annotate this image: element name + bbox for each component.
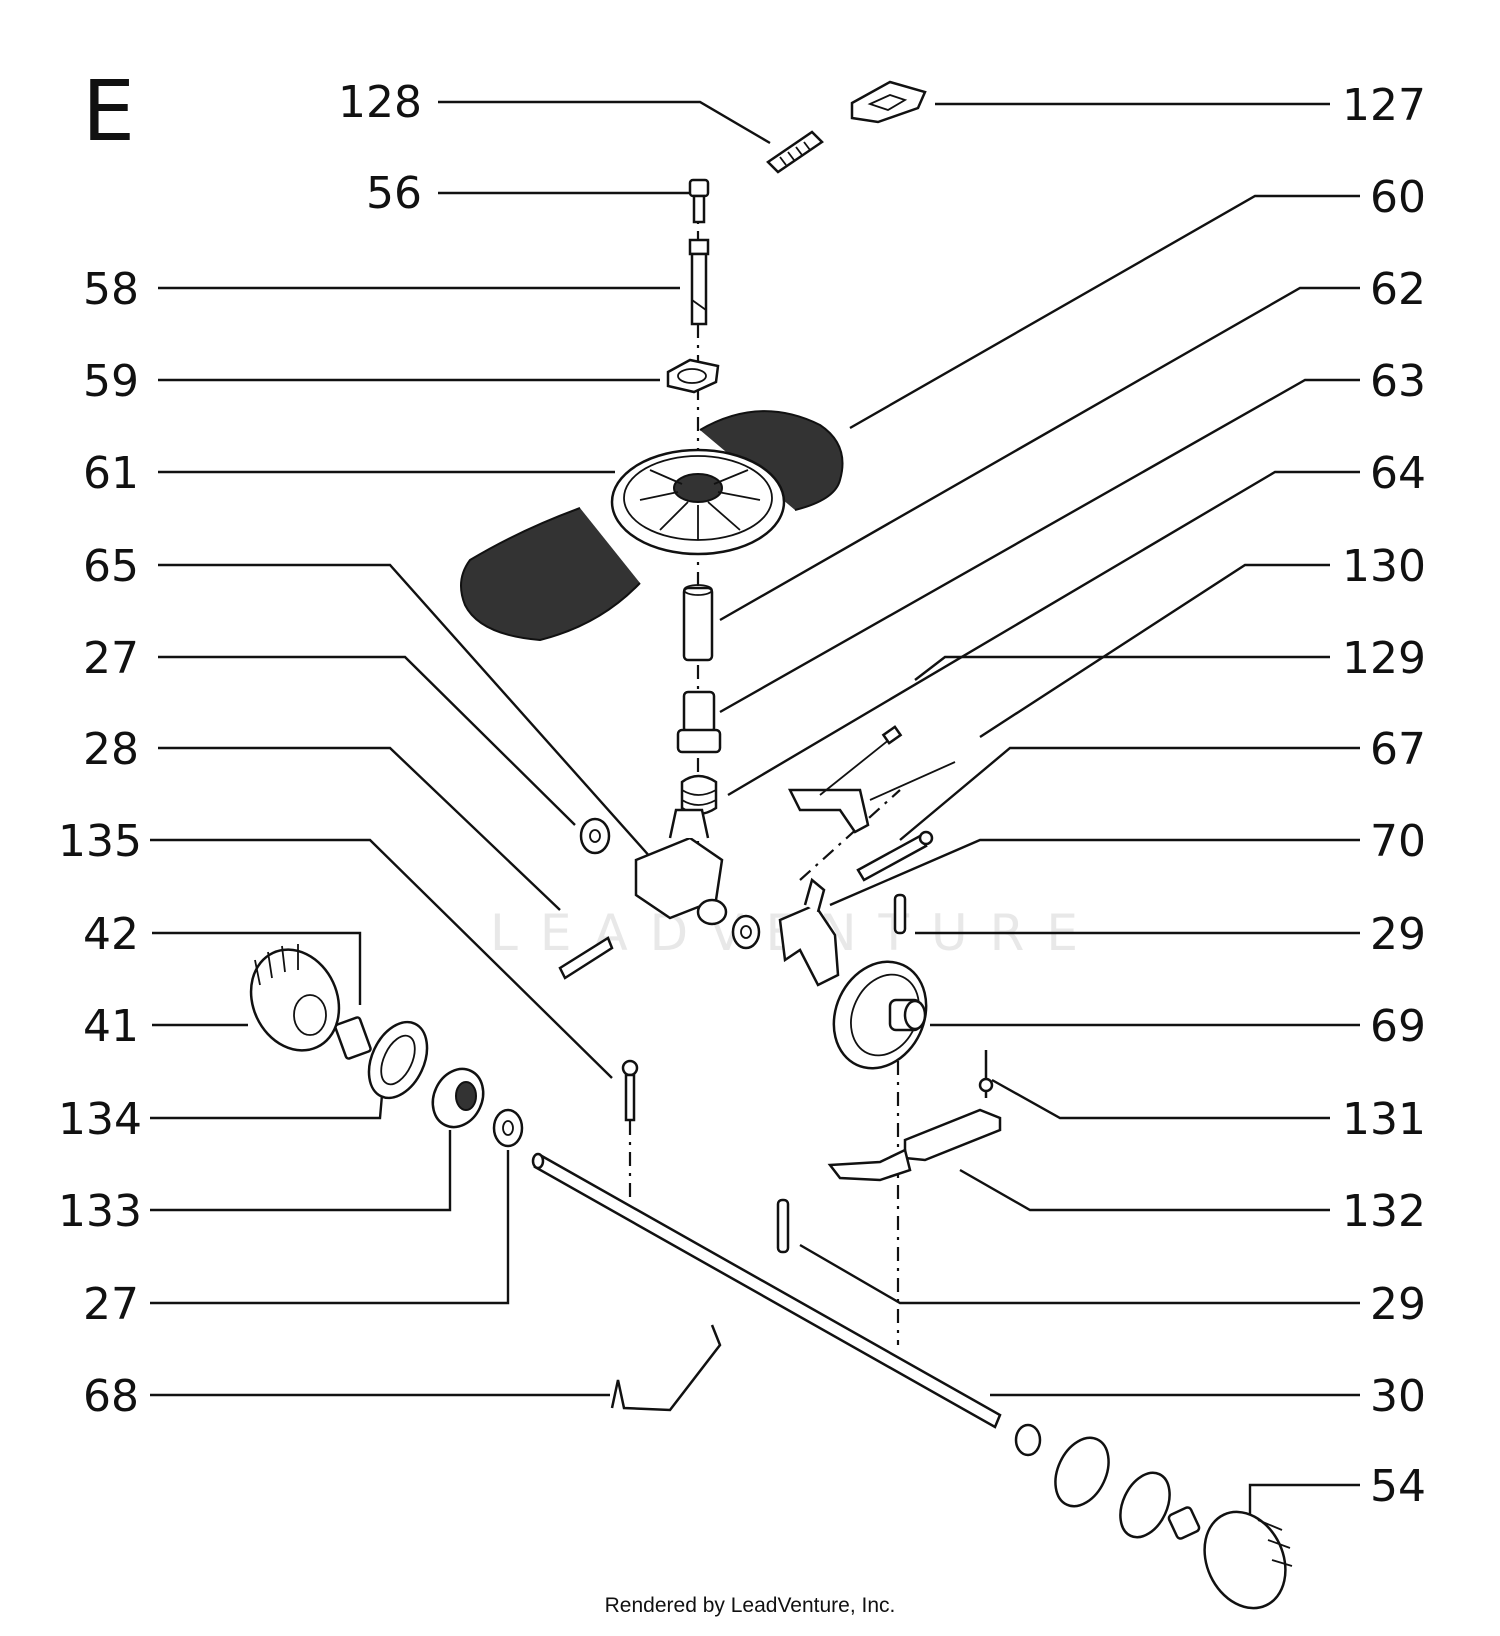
callout-label: 41 — [83, 1001, 139, 1052]
callout-label: 64 — [1370, 448, 1426, 499]
callout-label: 69 — [1370, 1001, 1426, 1052]
part-132-shift-arm — [827, 1108, 1002, 1182]
part-68-clip — [610, 1324, 722, 1412]
callout-label: 133 — [58, 1186, 142, 1237]
section-letter: E — [82, 62, 135, 160]
credit-text: Rendered by LeadVenture, Inc. — [605, 1594, 896, 1617]
callout-label: 27 — [83, 633, 139, 684]
callout-label: 61 — [83, 448, 139, 499]
callout-label: 29 — [1370, 909, 1426, 960]
part-42-key — [334, 1016, 372, 1060]
part-28-key — [558, 936, 614, 980]
part-41-wheel-gear — [249, 944, 341, 1052]
callout-label: 56 — [366, 168, 422, 219]
leader-lines — [150, 100, 1360, 1535]
callout-label: 134 — [58, 1094, 142, 1145]
callout-label: 70 — [1370, 816, 1426, 867]
part-69-flange — [832, 960, 928, 1070]
part-70-shift-lever — [778, 877, 840, 987]
callout-label: 60 — [1370, 172, 1426, 223]
callout-label: 127 — [1342, 80, 1426, 131]
part-59-washer — [666, 358, 720, 394]
callout-label: 65 — [83, 541, 139, 592]
part-30-axle — [531, 1152, 1002, 1429]
part-67-pin — [856, 830, 934, 882]
washer-mid — [731, 914, 761, 950]
callout-label: 29 — [1370, 1279, 1426, 1330]
part-61-pulley — [610, 448, 786, 556]
part-29-pin-upper — [893, 893, 907, 935]
part-62-sleeve — [682, 584, 714, 662]
part-64-spring — [680, 774, 718, 816]
part-27-washer-upper — [579, 817, 611, 855]
part-131-pin — [978, 1050, 994, 1098]
callout-label: 131 — [1342, 1094, 1426, 1145]
part-134-ring — [367, 1020, 429, 1100]
callout-label: 62 — [1370, 264, 1426, 315]
callout-label: 59 — [83, 356, 139, 407]
part-60-belt — [460, 410, 844, 642]
part-27-washer-lower — [492, 1108, 524, 1148]
callout-label: 135 — [58, 816, 142, 867]
callout-label: 54 — [1370, 1461, 1426, 1512]
callout-label: 128 — [338, 77, 422, 128]
part-58-shaft — [688, 238, 710, 326]
callout-label: 27 — [83, 1279, 139, 1330]
callout-label: 28 — [83, 724, 139, 775]
callout-label: 63 — [1370, 356, 1426, 407]
callouts-right: 127 60 62 63 64 130 129 67 70 29 69 131 … — [1342, 80, 1426, 1512]
callout-label: 129 — [1342, 633, 1426, 684]
part-65-gear-housing — [634, 808, 728, 926]
part-129-130-cable-bracket — [787, 725, 956, 834]
callout-label: 130 — [1342, 541, 1426, 592]
callout-label: 58 — [83, 264, 139, 315]
part-56-bolt — [688, 178, 710, 224]
callouts-left: 58 59 61 65 27 28 135 42 41 134 133 27 6… — [58, 264, 142, 1422]
callout-label: 42 — [83, 909, 139, 960]
part-127-gasket — [850, 80, 927, 124]
part-133-bearing — [431, 1067, 485, 1129]
part-54-wheel-gear-right — [1014, 1423, 1293, 1610]
part-135-pin — [621, 1059, 639, 1122]
callouts-top: 128 56 — [338, 77, 422, 219]
callout-label: 30 — [1370, 1371, 1426, 1422]
part-29-pin-lower — [776, 1198, 790, 1254]
callout-label: 67 — [1370, 724, 1426, 775]
part-128-spring — [766, 130, 824, 174]
callout-label: 68 — [83, 1371, 139, 1422]
part-63-bushing — [676, 690, 722, 754]
callout-label: 132 — [1342, 1186, 1426, 1237]
